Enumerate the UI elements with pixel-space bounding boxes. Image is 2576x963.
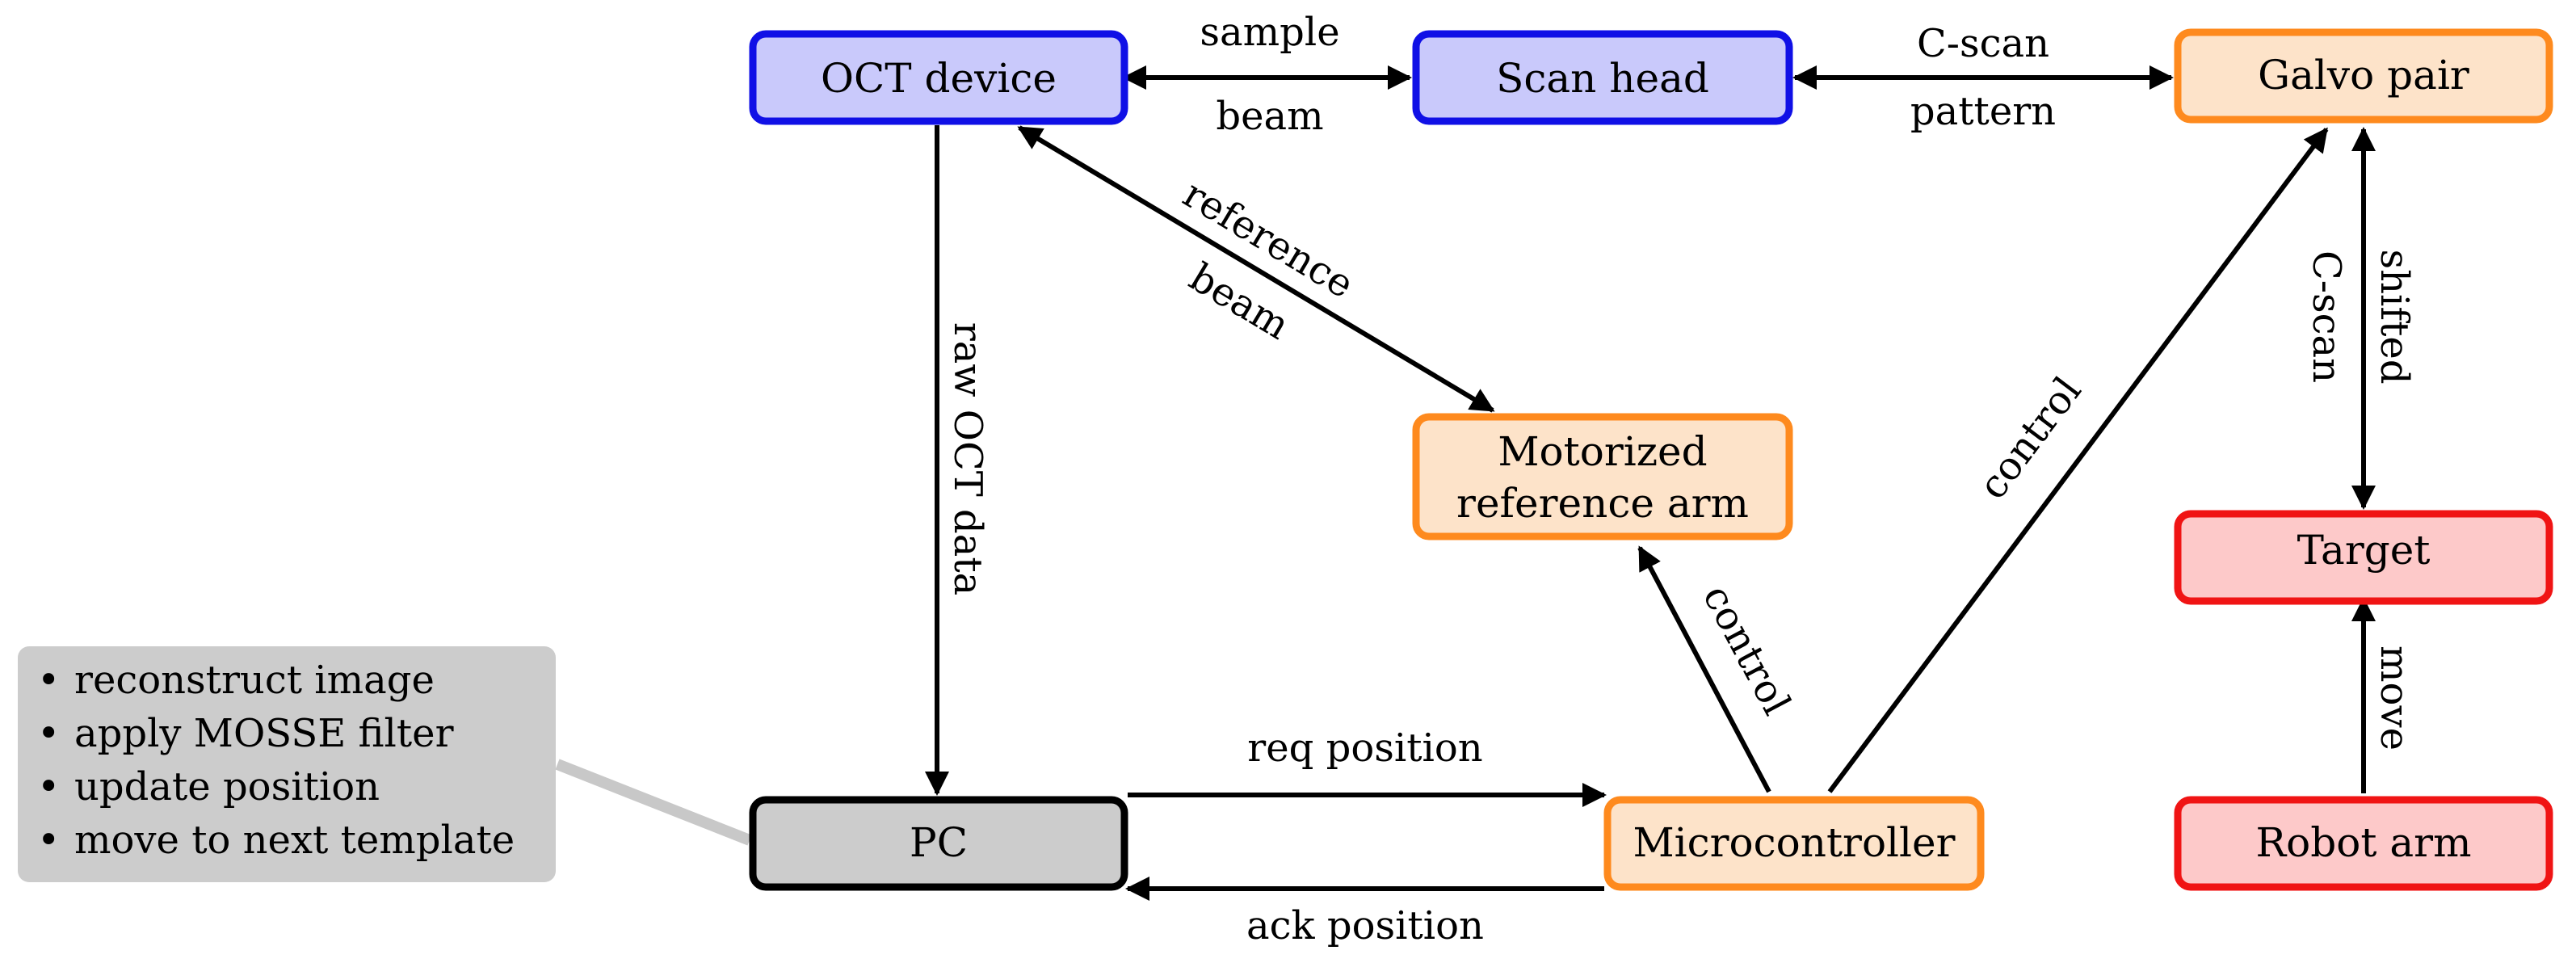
edge-scan-head-to-galvo: C-scan pattern xyxy=(1792,21,2174,134)
node-scan-head: Scan head xyxy=(1412,30,1793,125)
edge-label-raw-oct-data: raw OCT data xyxy=(945,322,990,596)
node-pc: PC xyxy=(749,796,1128,891)
note-item-1: • reconstruct image xyxy=(37,658,435,703)
note-item-4: • move to next template xyxy=(37,818,515,863)
node-label-motorized: Motorized xyxy=(1498,428,1707,475)
note-connector xyxy=(555,759,752,846)
note-item-2: • apply MOSSE filter xyxy=(37,711,454,756)
node-galvo-pair: Galvo pair xyxy=(2174,28,2553,124)
note-item-text: move to next template xyxy=(74,818,515,863)
node-microcontroller: Microcontroller xyxy=(1603,796,1985,891)
edge-robot-to-target: move xyxy=(2351,597,2417,793)
edge-galvo-to-target: C-scan shifted xyxy=(2304,127,2417,510)
edge-label-pattern: pattern xyxy=(1910,89,2056,134)
edge-label-control-galvo: control xyxy=(1970,368,2091,507)
node-motorized-reference-arm: Motorized reference arm xyxy=(1412,413,1793,540)
edge-label-sample: sample xyxy=(1200,10,1339,55)
edge-label-beam: beam xyxy=(1216,94,1323,139)
note-bullet: • xyxy=(37,764,60,810)
edge-oct-to-pc: raw OCT data xyxy=(925,125,990,796)
edge-label-c-scan: C-scan xyxy=(1917,21,2049,66)
node-label-target: Target xyxy=(2297,527,2431,574)
edge-pc-to-micro: req position xyxy=(1128,725,1607,807)
node-label-scan-head: Scan head xyxy=(1496,55,1709,102)
edge-micro-to-reference-arm: control xyxy=(1637,545,1800,793)
note-item-3: • update position xyxy=(37,764,380,810)
edge-label-control-ref: control xyxy=(1694,578,1800,722)
node-label-microcontroller: Microcontroller xyxy=(1633,819,1955,866)
note-bullet: • xyxy=(37,711,60,756)
edge-label-c-scan-shifted: C-scan xyxy=(2304,250,2349,383)
edge-label-shifted: shifted xyxy=(2372,249,2417,384)
note-box: • reconstruct image • apply MOSSE filter… xyxy=(18,646,556,882)
node-robot-arm: Robot arm xyxy=(2174,796,2553,891)
node-label-galvo-pair: Galvo pair xyxy=(2258,52,2469,99)
node-target: Target xyxy=(2174,510,2553,605)
node-label-pc: PC xyxy=(910,819,968,866)
note-item-text: update position xyxy=(74,764,380,810)
note-bullet: • xyxy=(37,818,60,863)
edge-oct-to-scan-head: sample beam xyxy=(1122,10,1412,139)
edge-micro-to-pc: ack position xyxy=(1125,877,1604,948)
edge-label-ack-position: ack position xyxy=(1246,903,1484,948)
edge-label-move: move xyxy=(2372,646,2417,751)
edge-label-req-position: req position xyxy=(1247,725,1482,771)
edge-oct-to-reference-arm: reference beam xyxy=(1017,125,1495,413)
node-label-robot-arm: Robot arm xyxy=(2256,819,2472,866)
node-label-reference-arm: reference arm xyxy=(1456,480,1749,527)
note-bullet: • xyxy=(37,658,60,703)
edge-micro-to-galvo: control xyxy=(1827,127,2329,793)
node-label-oct-device: OCT device xyxy=(821,55,1057,102)
note-item-text: apply MOSSE filter xyxy=(74,711,454,756)
node-oct-device: OCT device xyxy=(749,30,1128,125)
note-item-text: reconstruct image xyxy=(74,658,435,703)
